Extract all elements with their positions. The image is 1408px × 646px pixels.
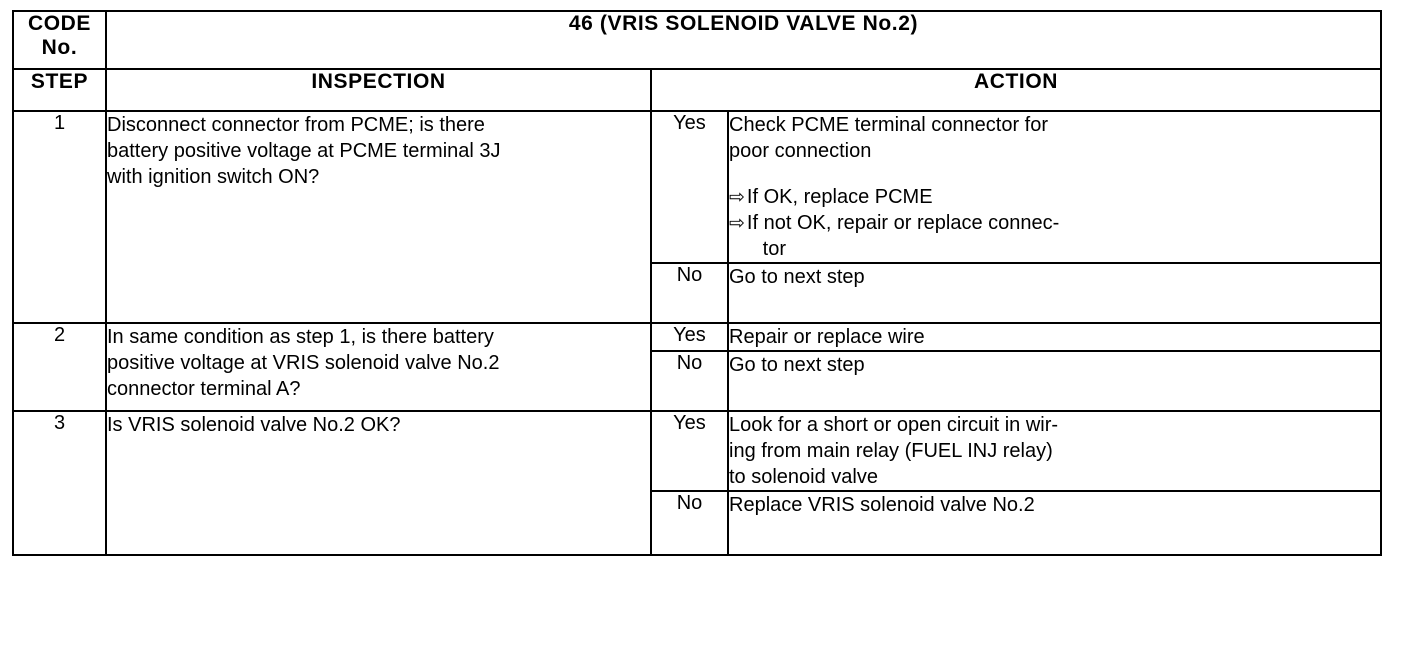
action-line: Replace VRIS solenoid valve No.2: [729, 494, 1035, 516]
inspection-line: Is VRIS solenoid valve No.2 OK?: [107, 414, 401, 436]
inspection-line: with ignition switch ON?: [107, 166, 320, 188]
inspection-text-step-1: Disconnect connector from PCME; is there…: [105, 110, 652, 324]
step-number-2: 2: [12, 322, 107, 412]
action-text-step-3-no: Replace VRIS solenoid valve No.2: [727, 490, 1382, 556]
table-row: No Go to next step: [13, 262, 1382, 324]
action-line: ing from main relay (FUEL INJ relay): [729, 440, 1053, 462]
column-header-inspection: INSPECTION: [105, 68, 652, 112]
action-arrow-text: If OK, replace PCME: [746, 186, 933, 208]
answer-no-step-3: No: [650, 490, 729, 556]
action-text-step-2-yes: Repair or replace wire: [727, 322, 1382, 352]
code-no-title: 46 (VRIS SOLENOID VALVE No.2): [105, 10, 1382, 70]
answer-yes-step-2: Yes: [650, 322, 729, 352]
answer-yes-step-1: Yes: [650, 110, 729, 264]
right-arrow-icon: ⇨: [729, 187, 745, 208]
step-number-1: 1: [12, 110, 107, 324]
inspection-line: Disconnect connector from PCME; is there: [107, 114, 485, 136]
action-text-step-1-no: Go to next step: [727, 262, 1382, 324]
action-spacer: [729, 164, 1380, 184]
step-number-3: 3: [12, 410, 107, 556]
inspection-text-step-2: In same condition as step 1, is there ba…: [105, 322, 652, 412]
table-row: 2 In same condition as step 1, is there …: [12, 322, 1382, 412]
column-header-action: ACTION: [650, 68, 1382, 112]
table-row: 3 Is VRIS solenoid valve No.2 OK? Yes Lo…: [12, 410, 1382, 556]
table-row: No Go to next step: [13, 350, 1382, 412]
answer-no-step-1: No: [650, 262, 729, 324]
action-text-step-1-yes: Check PCME terminal connector for poor c…: [727, 110, 1382, 264]
inspection-line: In same condition as step 1, is there ba…: [107, 326, 494, 348]
inspection-text-step-3: Is VRIS solenoid valve No.2 OK?: [105, 410, 652, 556]
action-arrow-text: If not OK, repair or replace connec- tor: [746, 212, 1060, 260]
inspection-line: battery positive voltage at PCME termina…: [107, 140, 501, 162]
answer-no-step-2: No: [650, 350, 729, 412]
action-line: Go to next step: [729, 354, 865, 376]
code-no-label: CODE No.: [12, 10, 107, 70]
action-arrow-list: ⇨If OK, replace PCME ⇨If not OK, repair …: [729, 184, 1380, 262]
action-arrow-item: ⇨If OK, replace PCME: [729, 184, 1380, 210]
diagnostic-trouble-code-table: CODE No. 46 (VRIS SOLENOID VALVE No.2) S…: [12, 10, 1382, 556]
action-text-step-3-yes: Look for a short or open circuit in wir-…: [727, 410, 1382, 492]
action-arrow-item: ⇨If not OK, repair or replace connec- to…: [729, 210, 1380, 262]
inspection-line: connector terminal A?: [107, 378, 301, 400]
table-row: 1 Disconnect connector from PCME; is the…: [12, 110, 1382, 324]
right-arrow-icon: ⇨: [729, 213, 745, 234]
answer-yes-step-3: Yes: [650, 410, 729, 492]
action-line: Look for a short or open circuit in wir-: [729, 414, 1059, 436]
code-header-row: CODE No. 46 (VRIS SOLENOID VALVE No.2): [12, 10, 1382, 70]
action-line: Repair or replace wire: [729, 326, 925, 348]
column-header-row: STEP INSPECTION ACTION: [12, 68, 1382, 112]
action-line: poor connection: [729, 140, 872, 162]
inspection-line: positive voltage at VRIS solenoid valve …: [107, 352, 500, 374]
table-row: No Replace VRIS solenoid valve No.2: [13, 490, 1382, 556]
column-header-step: STEP: [12, 68, 107, 112]
action-line: to solenoid valve: [729, 466, 878, 488]
action-text-step-2-no: Go to next step: [727, 350, 1382, 412]
action-line: Go to next step: [729, 266, 865, 288]
action-line: Check PCME terminal connector for: [729, 114, 1049, 136]
